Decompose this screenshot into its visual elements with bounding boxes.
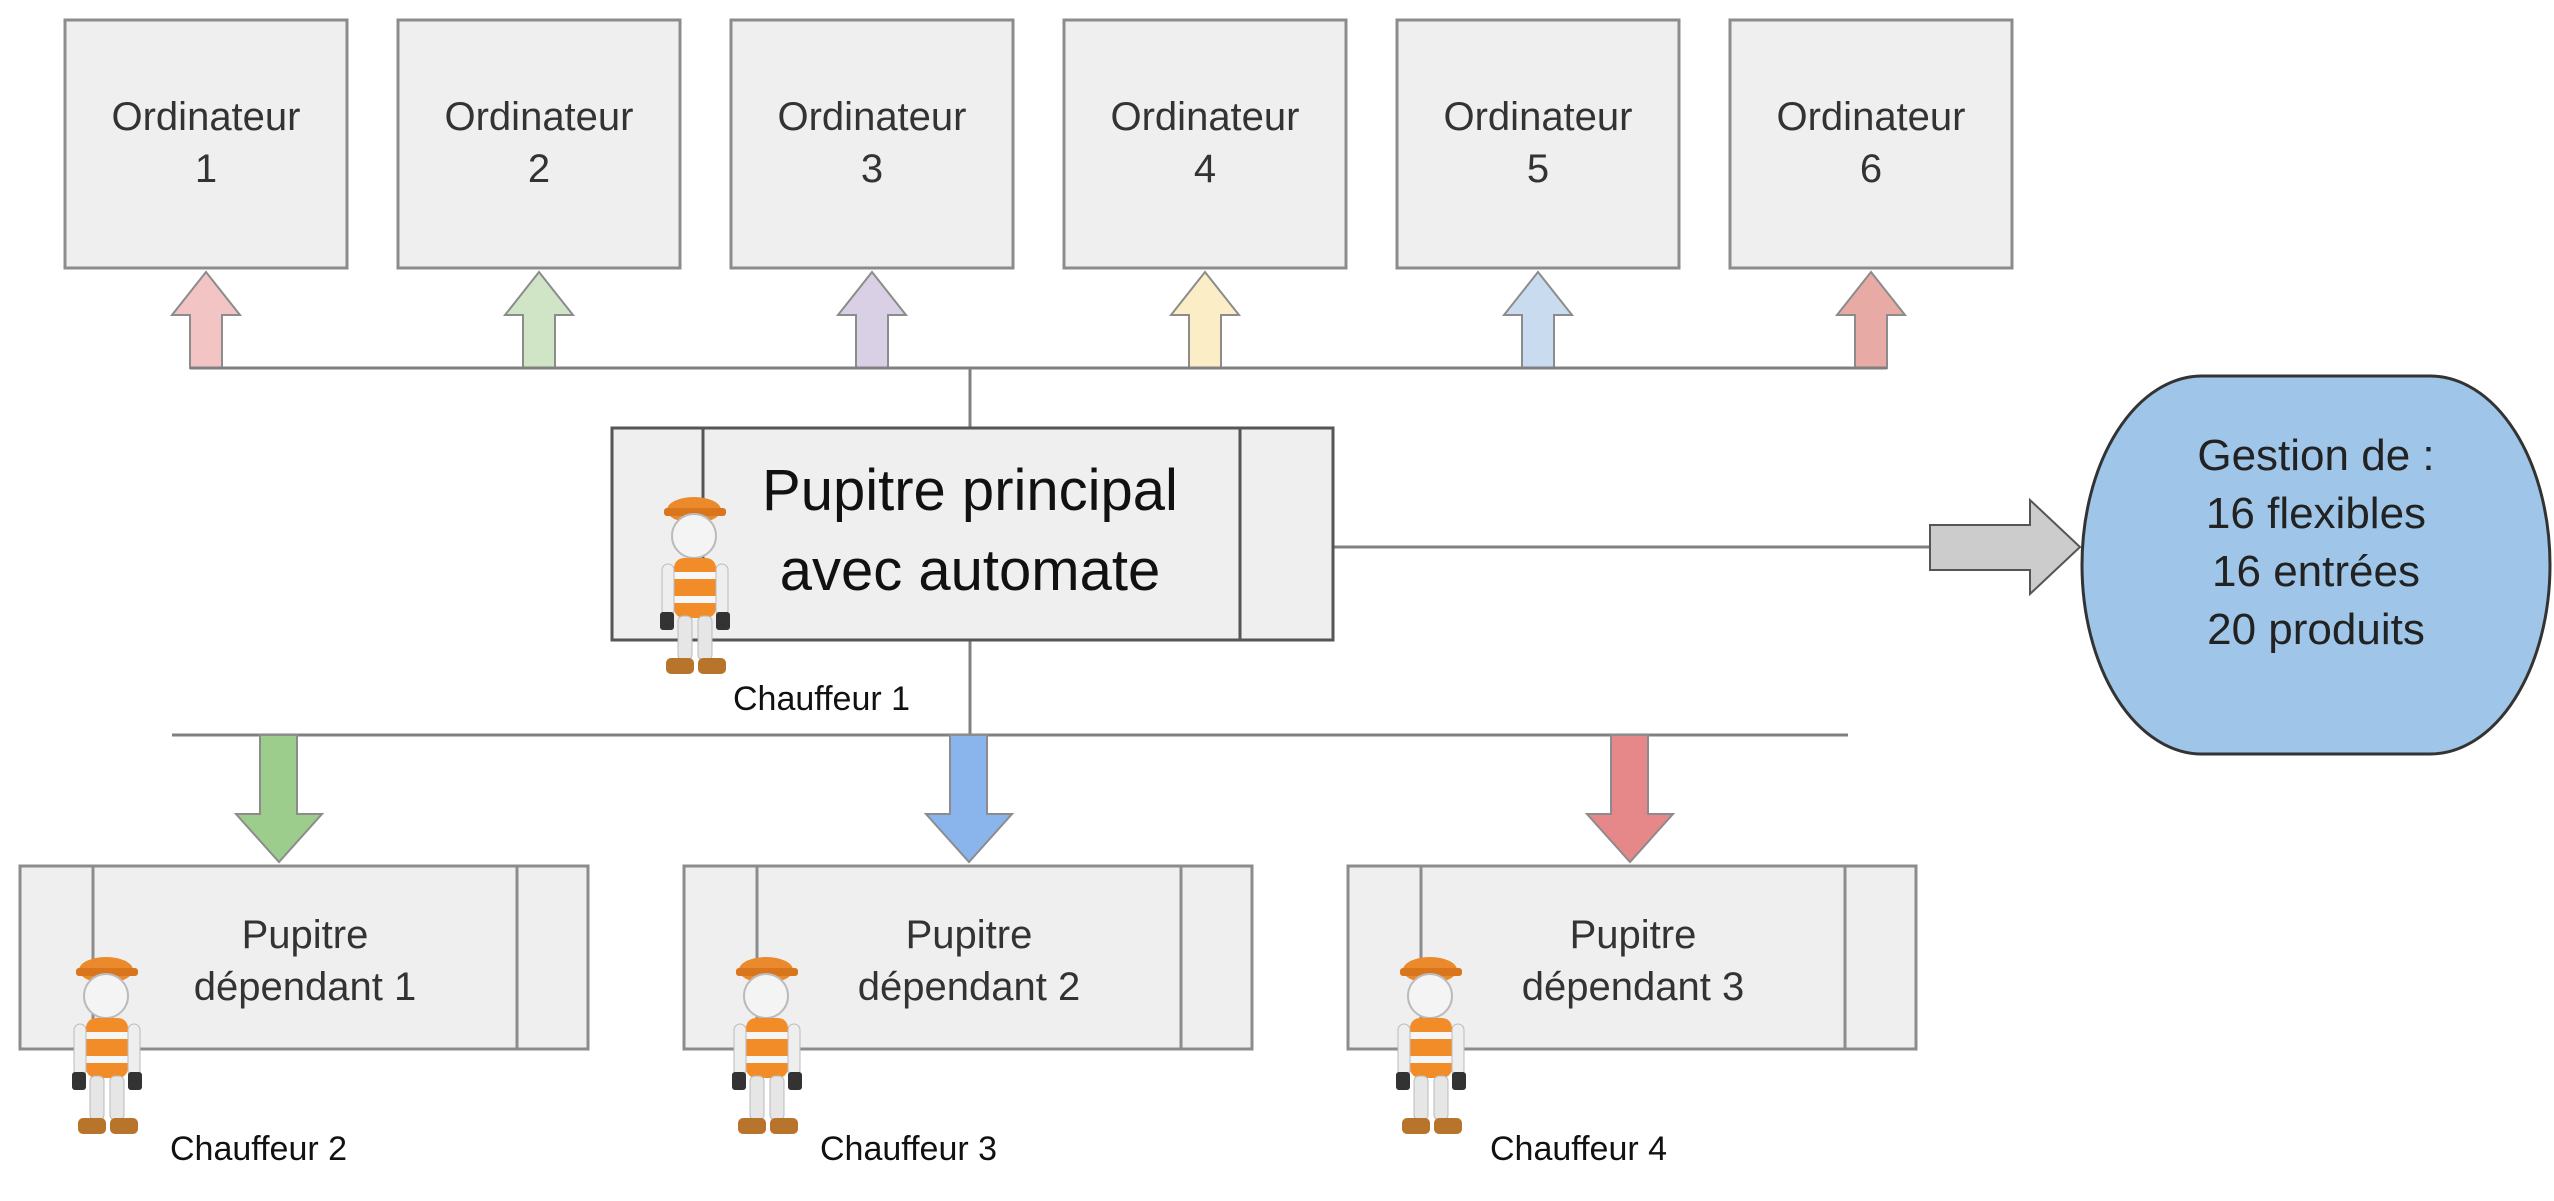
driver-4-label: Chauffeur 4: [1490, 1130, 1667, 1168]
arrow-down-dependent-1: [233, 734, 325, 864]
computer-4-number: 4: [1194, 147, 1216, 191]
arrow-up-computer-6: [1834, 270, 1908, 369]
arrow-down-dependent-3: [1584, 734, 1676, 864]
main-console-title: Pupitre principal: [762, 458, 1178, 523]
dependent-console-2-subtitle: dépendant 2: [858, 965, 1080, 1009]
arrow-up-computer-2: [502, 270, 576, 369]
computer-2: Ordinateur 2: [396, 18, 682, 270]
dependent-console-3-title: Pupitre: [1570, 913, 1697, 957]
arrow-up-computer-4: [1168, 270, 1242, 369]
computer-1-number: 1: [195, 147, 217, 191]
main-console: Pupitre principal avec automate: [610, 426, 1335, 642]
computer-6-number: 6: [1860, 147, 1882, 191]
driver-2-label: Chauffeur 2: [170, 1130, 347, 1168]
driver-3-label: Chauffeur 3: [820, 1130, 997, 1168]
dependent-console-3-subtitle: dépendant 3: [1522, 965, 1744, 1009]
computer-5-number: 5: [1527, 147, 1549, 191]
arrow-up-computer-3: [835, 270, 909, 369]
computer-3-label: Ordinateur: [778, 95, 967, 139]
dependent-console-1-subtitle: dépendant 1: [194, 965, 416, 1009]
computer-2-label: Ordinateur: [445, 95, 634, 139]
computer-6-label: Ordinateur: [1777, 95, 1966, 139]
arrow-right-management: [1929, 497, 2082, 597]
computer-5: Ordinateur 5: [1395, 18, 1681, 270]
management-products: 20 produits: [2207, 605, 2425, 654]
arrow-down-dependent-2: [923, 734, 1015, 864]
computer-1-label: Ordinateur: [112, 95, 301, 139]
main-console-subtitle: avec automate: [780, 538, 1160, 603]
management-inputs: 16 entrées: [2212, 547, 2420, 596]
computer-1: Ordinateur 1: [63, 18, 349, 270]
arrow-up-computer-5: [1501, 270, 1575, 369]
arrow-up-computer-1: [169, 270, 243, 369]
management-title: Gestion de :: [2197, 431, 2434, 480]
computer-4: Ordinateur 4: [1062, 18, 1348, 270]
computer-3-number: 3: [861, 147, 883, 191]
management-summary: Gestion de : 16 flexibles 16 entrées 20 …: [2080, 374, 2552, 756]
computer-6: Ordinateur 6: [1728, 18, 2014, 270]
computer-4-label: Ordinateur: [1111, 95, 1300, 139]
computer-3: Ordinateur 3: [729, 18, 1015, 270]
dependent-console-2-title: Pupitre: [906, 913, 1033, 957]
computer-5-label: Ordinateur: [1444, 95, 1633, 139]
dependent-console-1-title: Pupitre: [242, 913, 369, 957]
management-hoses: 16 flexibles: [2206, 489, 2426, 538]
driver-1-label: Chauffeur 1: [733, 680, 910, 718]
computer-2-number: 2: [528, 147, 550, 191]
